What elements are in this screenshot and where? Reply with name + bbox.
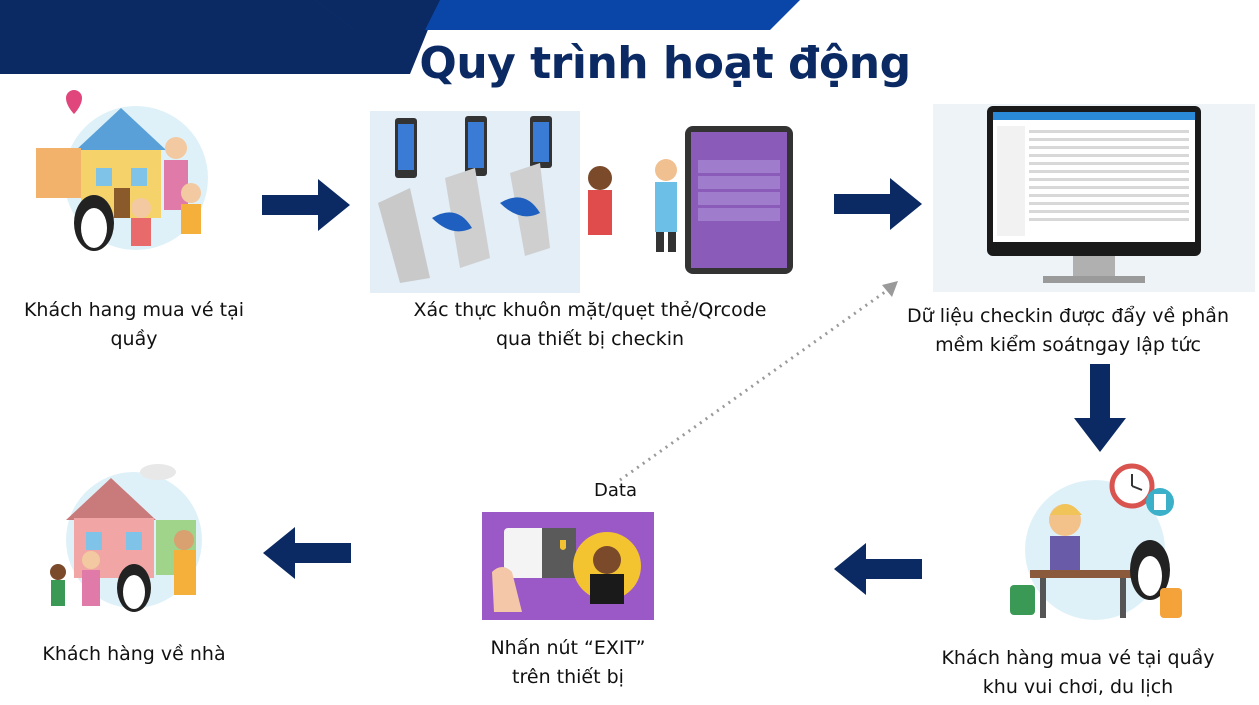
- student-clock-illustration: [1010, 463, 1182, 620]
- arrow-down-icon: [1074, 364, 1126, 452]
- arrow-left-icon: [263, 527, 351, 579]
- step-1-caption: Khách hang mua vé tại quầy: [23, 299, 245, 350]
- data-flow-dotted-arrow: [619, 281, 898, 482]
- data-label: Data: [594, 480, 637, 501]
- arrow-left-icon: [834, 543, 922, 595]
- arrow-right-icon: [262, 179, 350, 231]
- exit-card-illustration: [482, 512, 654, 620]
- family-home-illustration: [50, 464, 202, 612]
- page-title: Quy trình hoạt động: [419, 38, 911, 89]
- step-3-caption: Dữ liệu checkin được đẩy về phần mềm kiể…: [907, 305, 1229, 356]
- family-house-illustration: [36, 90, 208, 251]
- arrow-right-icon: [834, 178, 922, 230]
- monitor-software-illustration: [933, 104, 1255, 292]
- step-5-caption: Nhấn nút “EXIT” trên thiết bị: [490, 637, 646, 688]
- step-6-caption: Khách hàng về nhà: [42, 643, 226, 665]
- step-2-caption: Xác thực khuôn mặt/quẹt thẻ/Qrcode qua t…: [413, 299, 767, 350]
- checkin-turnstile-illustration: [370, 111, 793, 293]
- step-4-caption: Khách hàng mua vé tại quầy khu vui chơi,…: [941, 647, 1215, 698]
- header-banner: [0, 0, 800, 74]
